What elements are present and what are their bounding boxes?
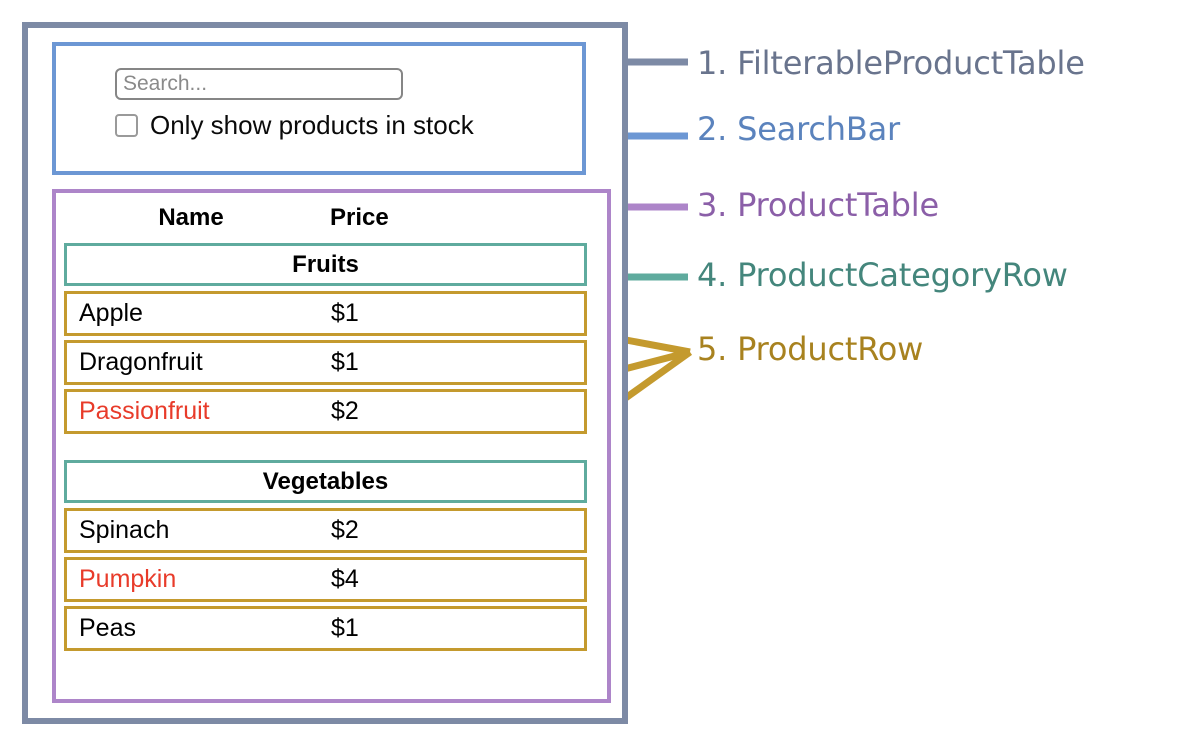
product-name: Spinach <box>79 516 170 544</box>
product-price: $1 <box>331 299 359 327</box>
product-name: Apple <box>79 299 143 327</box>
stock-filter-row[interactable]: Only show products in stock <box>115 112 474 138</box>
only-in-stock-checkbox[interactable] <box>115 113 138 137</box>
product-name: Peas <box>79 614 136 642</box>
product-name: Dragonfruit <box>79 348 203 376</box>
product-table-header: Name Price <box>64 193 587 243</box>
search-input[interactable] <box>115 68 403 100</box>
product-price: $2 <box>331 397 359 425</box>
legend-item-search-bar: 2. SearchBar <box>697 110 900 148</box>
product-name: Pumpkin <box>79 565 177 593</box>
product-row[interactable]: Peas $1 <box>64 606 587 651</box>
product-price: $1 <box>331 348 359 376</box>
filterable-product-table: Only show products in stock Name Price F… <box>22 22 628 724</box>
product-name: Passionfruit <box>79 397 210 425</box>
legend-item-product-table: 3. ProductTable <box>697 186 939 224</box>
product-table: Name Price Fruits Apple $1 Dragonfruit $… <box>52 189 611 703</box>
product-category-row: Fruits <box>64 243 587 286</box>
group-spacer <box>64 438 587 460</box>
column-header-price: Price <box>330 204 389 231</box>
product-price: $4 <box>331 565 359 593</box>
only-in-stock-label: Only show products in stock <box>150 110 474 140</box>
product-price: $2 <box>331 516 359 544</box>
legend-item-filterable-product-table: 1. FilterableProductTable <box>697 44 1085 82</box>
column-header-name: Name <box>158 204 224 231</box>
search-bar: Only show products in stock <box>52 42 586 175</box>
product-table-inner: Name Price Fruits Apple $1 Dragonfruit $… <box>64 193 587 655</box>
product-row[interactable]: Dragonfruit $1 <box>64 340 587 385</box>
legend-item-product-category-row: 4. ProductCategoryRow <box>697 256 1068 294</box>
product-category-row: Vegetables <box>64 460 587 503</box>
legend-item-product-row: 5. ProductRow <box>697 330 924 368</box>
product-row[interactable]: Apple $1 <box>64 291 587 336</box>
product-row[interactable]: Pumpkin $4 <box>64 557 587 602</box>
product-row[interactable]: Passionfruit $2 <box>64 389 587 434</box>
product-row[interactable]: Spinach $2 <box>64 508 587 553</box>
product-price: $1 <box>331 614 359 642</box>
